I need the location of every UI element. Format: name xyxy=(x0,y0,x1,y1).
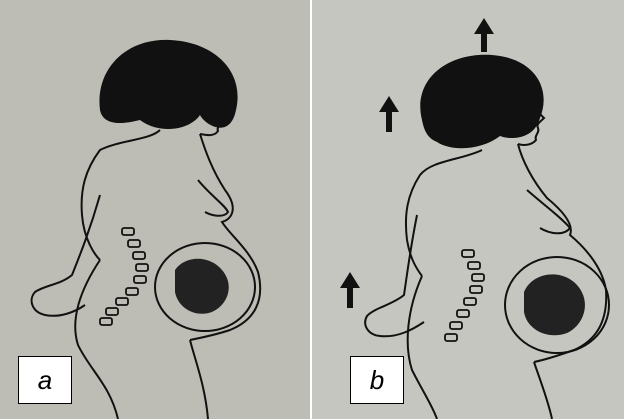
panel-a: a xyxy=(0,0,310,419)
panel-label-b: b xyxy=(350,356,404,404)
panel-label-a: a xyxy=(18,356,72,404)
panel-b: b xyxy=(312,0,624,419)
